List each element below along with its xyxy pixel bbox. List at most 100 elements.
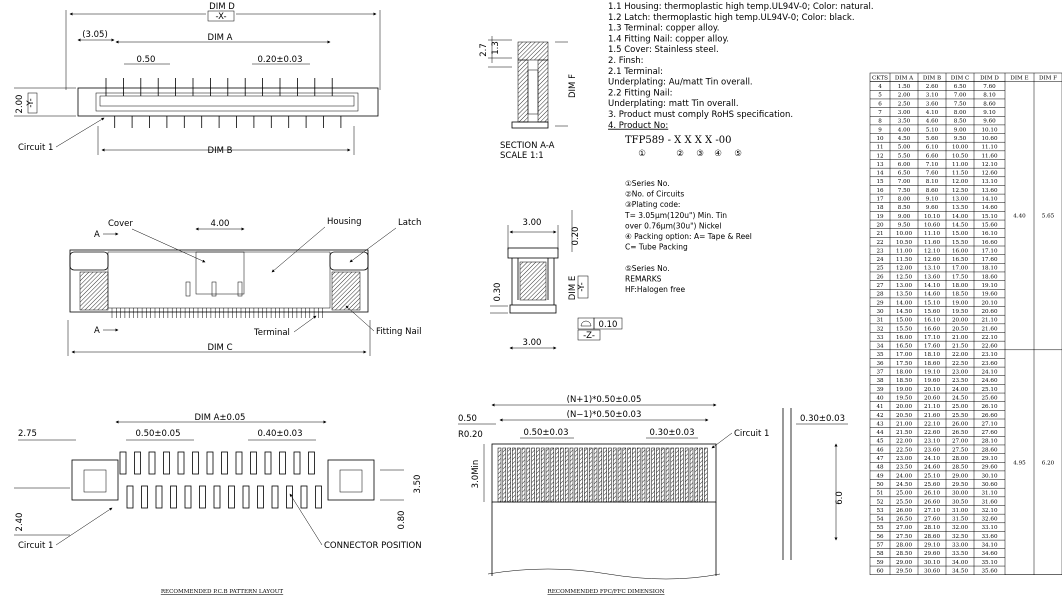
offset-label: (3.05) bbox=[82, 30, 108, 40]
table-cell: 15.10 bbox=[924, 300, 940, 306]
fpc-radius: R0.20 bbox=[458, 430, 483, 440]
pcb-nail-pad-left bbox=[71, 459, 119, 501]
table-cell: 22.50 bbox=[896, 447, 912, 453]
connector-position-label: CONNECTOR POSITION bbox=[324, 541, 422, 551]
table-cell: 6.00 bbox=[898, 162, 911, 168]
fpc-outer: (N+1)*0.50±0.05 bbox=[567, 395, 642, 405]
part-circle: ⑤ bbox=[734, 149, 742, 159]
table-cell: 15.00 bbox=[952, 231, 968, 237]
fpc-finger bbox=[521, 447, 526, 503]
table-cell: 27.10 bbox=[924, 508, 940, 514]
table-cell: 19.00 bbox=[952, 300, 968, 306]
table-cell: 52 bbox=[876, 499, 884, 505]
table-header: DIM B bbox=[923, 75, 941, 81]
h350-label: 3.50 bbox=[413, 475, 423, 494]
table-cell: 20.60 bbox=[924, 395, 940, 401]
h240-label: 2.40 bbox=[15, 513, 25, 532]
table-cell: 34.10 bbox=[981, 543, 997, 549]
fpc-finger bbox=[502, 447, 507, 503]
table-cell: 21.00 bbox=[952, 335, 968, 341]
table-cell: 54 bbox=[876, 517, 884, 523]
section-scale: SCALE 1:1 bbox=[500, 151, 544, 161]
table-cell: 22.00 bbox=[952, 352, 968, 358]
table-cell: 25 bbox=[876, 266, 884, 272]
pcb-pad-label: 0.40±0.03 bbox=[258, 429, 303, 439]
table-cell: 13 bbox=[876, 162, 884, 168]
table-cell: 6.10 bbox=[926, 145, 939, 151]
table-cell: 9.10 bbox=[926, 197, 939, 203]
table-cell: 16.10 bbox=[981, 231, 997, 237]
pcb-pad bbox=[257, 485, 264, 509]
pcb-pad bbox=[199, 485, 206, 509]
table-cell: 16.60 bbox=[924, 326, 940, 332]
section-housing bbox=[517, 41, 549, 61]
table-cell: 4 bbox=[878, 84, 882, 90]
pcb-pad bbox=[184, 485, 192, 509]
table-cell: 23.60 bbox=[924, 447, 940, 453]
fpc-finger bbox=[651, 447, 655, 503]
table-header: DIM F bbox=[1039, 75, 1057, 81]
table-cell: 25.00 bbox=[952, 404, 968, 410]
table-cell: 30.60 bbox=[924, 568, 940, 574]
table-cell: 22.10 bbox=[981, 335, 997, 341]
table-cell: 18.60 bbox=[981, 274, 997, 280]
table-cell: 7.00 bbox=[898, 179, 911, 185]
fpc-finger bbox=[689, 447, 694, 503]
table-cell: 6.60 bbox=[926, 153, 939, 159]
pcb-pad bbox=[293, 451, 301, 475]
table-header: DIM D bbox=[980, 75, 999, 81]
table-cell: 44 bbox=[876, 430, 884, 436]
datum-y-side: -Y- bbox=[577, 282, 587, 291]
table-cell: 31.60 bbox=[981, 499, 997, 505]
table-cell: 5.00 bbox=[898, 145, 911, 151]
table-cell: 26.10 bbox=[981, 404, 997, 410]
table-cell: 2.60 bbox=[926, 84, 939, 90]
table-cell: 47 bbox=[876, 456, 884, 462]
table-cell: 14.00 bbox=[896, 300, 912, 306]
pcb-pad bbox=[308, 451, 315, 475]
table-cell: 7.50 bbox=[898, 188, 911, 194]
fpc-caption: RECOMMENDED FPC/FFC DIMENSION bbox=[548, 589, 665, 595]
table-cell: 11.10 bbox=[924, 231, 940, 237]
table-cell: 27.60 bbox=[924, 517, 940, 523]
table-cell: 43 bbox=[876, 421, 884, 427]
note-line: 2.1 Terminal: bbox=[608, 67, 663, 77]
table-cell: 27 bbox=[876, 283, 884, 289]
w300-label: 3.00 bbox=[523, 218, 542, 228]
table-cell: 24.50 bbox=[952, 395, 968, 401]
table-cell: 58 bbox=[876, 551, 884, 557]
fpc-finger bbox=[526, 447, 531, 503]
table-cell: 29.50 bbox=[896, 568, 912, 574]
top-pin-row bbox=[105, 78, 342, 128]
legend-line: HF:Halogen free bbox=[625, 285, 685, 294]
table-cell: 10.10 bbox=[924, 214, 940, 220]
fpc-finger bbox=[636, 447, 641, 503]
latch-label: Latch bbox=[398, 218, 421, 228]
cover-tab bbox=[185, 281, 191, 297]
table-cell: 57 bbox=[876, 543, 884, 549]
front-pin-row bbox=[111, 281, 323, 318]
note-line: 1.3 Terminal: copper alloy. bbox=[608, 24, 719, 34]
table-cell: 17.00 bbox=[952, 266, 968, 272]
h080-label: 0.80 bbox=[397, 511, 407, 530]
table-cell: 22.60 bbox=[924, 430, 940, 436]
table-cell: 11.60 bbox=[924, 240, 940, 246]
pcb-pad bbox=[141, 485, 148, 509]
table-cell: 32 bbox=[876, 326, 884, 332]
table-cell: 13.60 bbox=[981, 188, 997, 194]
table-group-dim-e: 4.40 bbox=[1013, 214, 1026, 220]
table-cell: 20.10 bbox=[981, 300, 997, 306]
table-cell: 26.00 bbox=[896, 508, 912, 514]
pcb-pad bbox=[148, 451, 156, 475]
table-group-dim-e: 4.95 bbox=[1013, 460, 1026, 466]
table-cell: 15.10 bbox=[981, 214, 997, 220]
fpc-finger bbox=[593, 447, 598, 503]
table-cell: 22.10 bbox=[924, 421, 940, 427]
fpc-finger bbox=[574, 447, 579, 503]
table-cell: 23.50 bbox=[896, 465, 912, 471]
table-cell: 22.60 bbox=[981, 344, 997, 350]
table-cell: 7.60 bbox=[926, 171, 939, 177]
table-header: DIM C bbox=[951, 75, 969, 81]
cover-tab bbox=[211, 281, 217, 297]
table-cell: 9.50 bbox=[898, 222, 911, 228]
